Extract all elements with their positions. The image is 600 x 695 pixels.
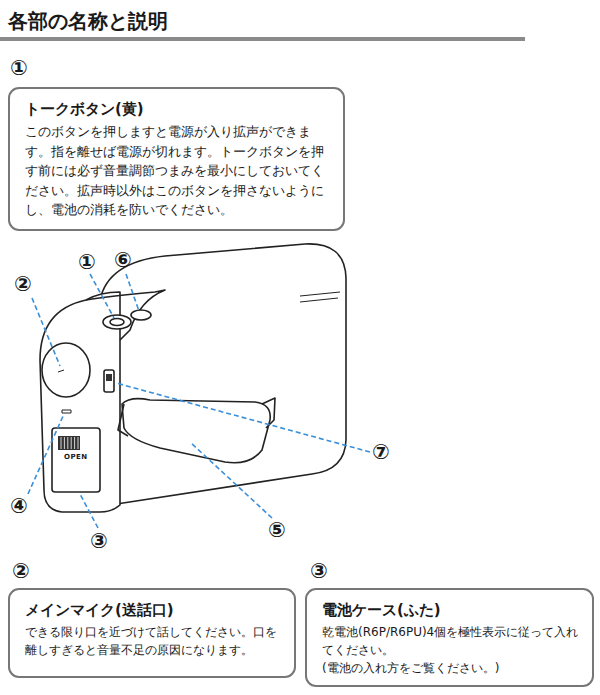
callout-number: ② (12, 561, 30, 582)
part-name: 電池ケース(ふた) (322, 599, 579, 621)
part-description: できる限り口を近づけて話してください。口を離しすぎると音量不足の原因になります。 (25, 623, 281, 659)
callout-number: ⑦ (372, 442, 390, 463)
description-box: トークボタン(黄)このボタンを押しますと電源が入り拡声ができます。指を離せば電源… (8, 87, 345, 231)
grip-line (78, 437, 79, 449)
leader-line (80, 494, 98, 528)
switch-knob (106, 374, 112, 381)
callout-number: ④ (10, 496, 28, 517)
leader-line (116, 383, 370, 452)
switch (104, 370, 114, 392)
megaphone-body (100, 244, 346, 505)
description-box: 電池ケース(ふた)乾電池(R6P/R6PU)4個を極性表示に従って入れてください… (305, 588, 594, 687)
lid-marking: OPEN (64, 453, 88, 461)
callout-number: ② (14, 274, 32, 295)
grip-line (67, 437, 68, 449)
seam (300, 298, 338, 302)
grip-line (61, 437, 62, 449)
callout-number: ① (10, 58, 28, 79)
leader-line (190, 442, 272, 518)
strap-end (262, 398, 275, 428)
page-title: 各部の名称と説明 (8, 8, 168, 35)
battery-lid (52, 428, 100, 492)
main-mic (42, 343, 90, 397)
top-panel (86, 290, 165, 340)
grip-line (74, 437, 75, 449)
part-name: トークボタン(黄) (25, 98, 330, 120)
leader-line (126, 274, 139, 311)
leader-line (32, 298, 60, 366)
part-description: このボタンを押しますと電源が入り拡声ができます。指を離せば電源が切れます。トーク… (25, 122, 330, 220)
callout-number: ⑤ (268, 520, 286, 541)
title-rule (0, 37, 525, 41)
part-name: メインマイク(送話口) (25, 599, 281, 621)
part-description: (電池の入れ方をご覧ください。) (322, 659, 579, 677)
grip-line (64, 437, 65, 449)
leader-line (90, 274, 114, 318)
callout-number: ① (78, 252, 96, 273)
grip-lines (61, 437, 78, 449)
talk-button-cap (110, 319, 124, 326)
leader-lines (28, 274, 370, 528)
seam (300, 292, 340, 296)
volume-knob (131, 310, 151, 320)
description-box: メインマイク(送話口)できる限り口を近づけて話してください。口を離しすぎると音量… (8, 588, 296, 678)
callout-number: ③ (90, 531, 108, 552)
callout-number: ③ (310, 561, 328, 582)
talk-button (103, 315, 131, 329)
grip-line (71, 437, 72, 449)
megaphone (40, 244, 346, 512)
part-description: 乾電池(R6P/R6PU)4個を極性表示に従って入れてください。 (322, 623, 579, 659)
leader-line (28, 414, 64, 494)
mic-mark (58, 370, 64, 372)
hand-strap (122, 399, 270, 463)
lid-grip (58, 436, 80, 450)
callout-number: ⑥ (114, 250, 132, 271)
strap-end (118, 404, 128, 436)
sub-hole (62, 410, 71, 413)
